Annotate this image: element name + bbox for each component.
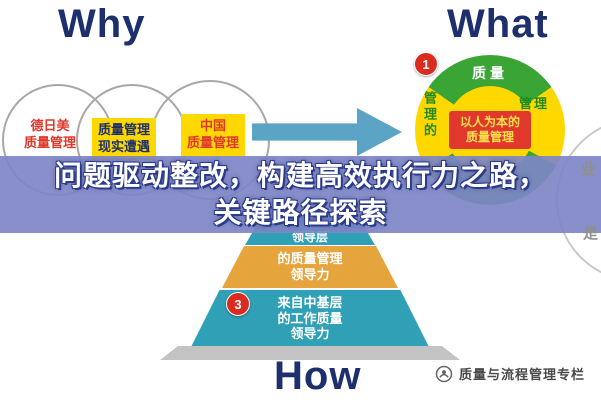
venn-right-label: 中国 质量管理 (181, 114, 246, 156)
flow-arrow-icon (252, 108, 402, 156)
pyramid-layer-base (160, 346, 460, 360)
brand-footer: 质量与流程管理专栏 (435, 364, 585, 383)
how-heading: How (274, 354, 362, 398)
banner-title-line2: 关键路径探索 (213, 196, 388, 228)
venn-middle-label: 质量管理 现实遭遇 (92, 118, 157, 160)
donut-left-label: 管理的 (422, 91, 437, 139)
side-char-bottom: 是 (583, 225, 599, 242)
donut-center-label: 以人为本的 质量管理 (449, 111, 531, 149)
step-badge-1: 1 (414, 52, 438, 76)
side-char-top: 业 (581, 161, 597, 178)
pyramid-layer-orange: 的质量管理 领导力 (222, 246, 398, 288)
why-heading: Why (58, 2, 146, 46)
donut-right-label: 管理 (519, 96, 550, 111)
what-heading: What (447, 2, 549, 46)
wechat-account-icon (435, 365, 453, 383)
title-banner: 问题驱动整改，构建高效执行力之路， 关键路径探索 (0, 156, 601, 233)
venn-left-label: 德日美 质量管理 (23, 118, 76, 150)
banner-title-line1: 问题驱动整改，构建高效执行力之路， (53, 160, 547, 192)
brand-name: 质量与流程管理专栏 (458, 367, 585, 382)
quality-donut: 质量 管理 管理的 以人为本的 质量管理 (415, 55, 565, 205)
step-badge-3: 3 (226, 292, 250, 316)
donut-top-label: 质量 (472, 65, 508, 81)
